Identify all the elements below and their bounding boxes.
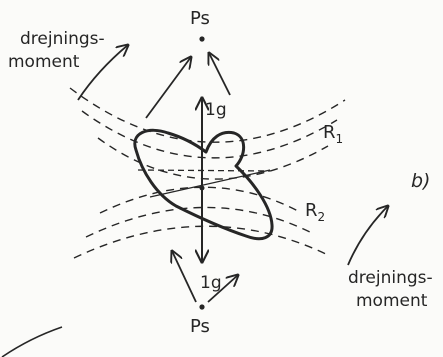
moment-left-line2: moment [8, 52, 80, 72]
bottom-pull-arrow-left [172, 251, 197, 303]
stray-stroke [1, 326, 63, 357]
upper-surface-label-index: 1 [336, 132, 344, 146]
bottom-pull-arrows [172, 251, 238, 303]
lower-surface-inner-curve [99, 186, 301, 214]
moment-right-line1: drejnings- [348, 268, 433, 288]
top-pole-label: Ps [190, 8, 210, 29]
bottom-pole-label: Ps [190, 316, 210, 337]
body-outline [133, 128, 274, 241]
moment-left-arrow [77, 45, 128, 101]
top-pull-arrows [145, 53, 231, 119]
lower-surface-label: R2 [305, 200, 325, 224]
upper-surface-inner-curve [97, 137, 329, 180]
upper-dashed-surfaces [69, 87, 346, 180]
moment-left-line1: drejnings- [20, 29, 105, 49]
lower-force-label: 1g [200, 273, 222, 293]
center-point [199, 185, 205, 191]
upper-surface-label: R1 [323, 122, 343, 146]
bottom-pull-arrow-right [207, 275, 238, 303]
bottom-pole-dot [199, 304, 205, 310]
top-pull-arrow-right [209, 53, 231, 96]
corner-mark-label: b) [411, 170, 430, 192]
lower-surface-middle-curve [85, 206, 313, 238]
upper-surface-outer-curve [69, 87, 346, 143]
lower-surface-label-index: 2 [318, 210, 326, 224]
body-diagonal-line [149, 169, 271, 198]
body-axis-line [137, 169, 271, 172]
top-pole-dot [199, 36, 205, 42]
top-pull-arrow-left [145, 57, 191, 119]
upper-force-label: 1g [205, 100, 227, 120]
moment-right-line2: moment [356, 291, 428, 311]
moment-right-arrow [347, 206, 388, 266]
